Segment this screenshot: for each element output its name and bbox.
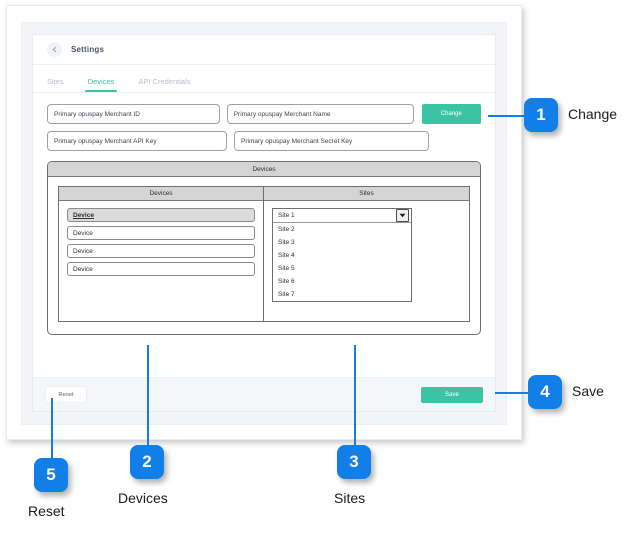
device-item-label: Device (73, 265, 93, 273)
device-list-item[interactable]: Device (67, 262, 255, 276)
device-list-item[interactable]: Device (67, 208, 255, 222)
callout-badge-1: 1 (524, 98, 558, 132)
sites-column: Sites Site 1 (264, 187, 469, 321)
callout-badge-2: 2 (130, 445, 164, 479)
app-frame: Settings Sites Devices API Credentials P… (21, 22, 507, 425)
field-row-2: Primary opuspay Merchant API Key Primary… (47, 131, 481, 151)
callout-badge-3: 3 (337, 445, 371, 479)
callout-1-leader (488, 115, 524, 117)
callout-label-3: Sites (334, 490, 366, 506)
sites-dropdown-option[interactable]: Site 4 (278, 252, 295, 259)
device-list-item[interactable]: Device (67, 244, 255, 258)
card-header: Settings (33, 35, 495, 65)
devices-group: Devices Devices Device Device (47, 161, 481, 335)
sites-list: Site 1 Site 2 Si (264, 201, 469, 321)
devices-column-header: Devices (59, 187, 263, 201)
sites-dropdown-option[interactable]: Site 5 (278, 265, 295, 272)
sites-dropdown-selected[interactable]: Site 1 (273, 209, 411, 223)
sites-dropdown-option[interactable]: Site 6 (278, 278, 295, 285)
callout-label-4: Save (572, 383, 604, 399)
tab-devices[interactable]: Devices (84, 77, 118, 92)
callout-5-leader (51, 398, 53, 458)
sites-dropdown-option[interactable]: Site 2 (278, 226, 295, 233)
callout-label-1: Change (568, 106, 618, 122)
change-button[interactable]: Change (421, 104, 481, 124)
devices-sites-columns: Devices Device Device Device (58, 186, 470, 322)
callout-label-5: Reset (28, 503, 65, 519)
callout-label-2: Devices (118, 490, 168, 506)
merchant-name-field[interactable]: Primary opuspay Merchant Name (226, 104, 414, 124)
merchant-secret-key-field[interactable]: Primary opuspay Merchant Secret Key (234, 131, 429, 151)
chevron-down-icon[interactable] (396, 209, 409, 222)
chevron-left-icon (52, 46, 57, 53)
device-item-label: Device (73, 229, 93, 237)
field-row-1: Primary opuspay Merchant ID Primary opus… (47, 104, 481, 124)
tab-sites[interactable]: Sites (47, 77, 64, 86)
callout-4-leader (495, 392, 528, 394)
back-button[interactable] (47, 42, 62, 57)
card-body: Primary opuspay Merchant ID Primary opus… (33, 93, 495, 377)
callout-badge-5: 5 (34, 458, 68, 492)
card-footer: Reset Save (33, 377, 495, 411)
devices-column: Devices Device Device Device (59, 187, 264, 321)
devices-list: Device Device Device Devic (59, 201, 263, 321)
sites-dropdown[interactable]: Site 1 Site 2 Si (272, 208, 412, 302)
device-item-label: Device (73, 211, 94, 219)
merchant-api-key-field[interactable]: Primary opuspay Merchant API Key (47, 131, 227, 151)
page-title: Settings (71, 45, 105, 54)
sites-column-header: Sites (264, 187, 469, 201)
callout-3-leader (354, 345, 356, 445)
merchant-id-field[interactable]: Primary opuspay Merchant ID (47, 104, 220, 124)
settings-card: Settings Sites Devices API Credentials P… (32, 34, 496, 412)
sites-dropdown-option[interactable]: Site 7 (278, 291, 295, 298)
tab-bar: Sites Devices API Credentials (33, 65, 495, 93)
save-button[interactable]: Save (421, 386, 483, 403)
tab-api-credentials[interactable]: API Credentials (138, 77, 191, 86)
reset-button[interactable]: Reset (45, 386, 87, 403)
callout-2-leader (147, 345, 149, 445)
device-item-label: Device (73, 247, 93, 255)
device-list-item[interactable]: Device (67, 226, 255, 240)
callout-badge-4: 4 (528, 375, 562, 409)
devices-group-title: Devices (48, 162, 480, 177)
screenshot-panel: Settings Sites Devices API Credentials P… (6, 5, 522, 440)
devices-group-inner: Devices Device Device Device (48, 177, 480, 334)
sites-dropdown-option[interactable]: Site 3 (278, 239, 295, 246)
sites-dropdown-value: Site 1 (278, 212, 295, 219)
